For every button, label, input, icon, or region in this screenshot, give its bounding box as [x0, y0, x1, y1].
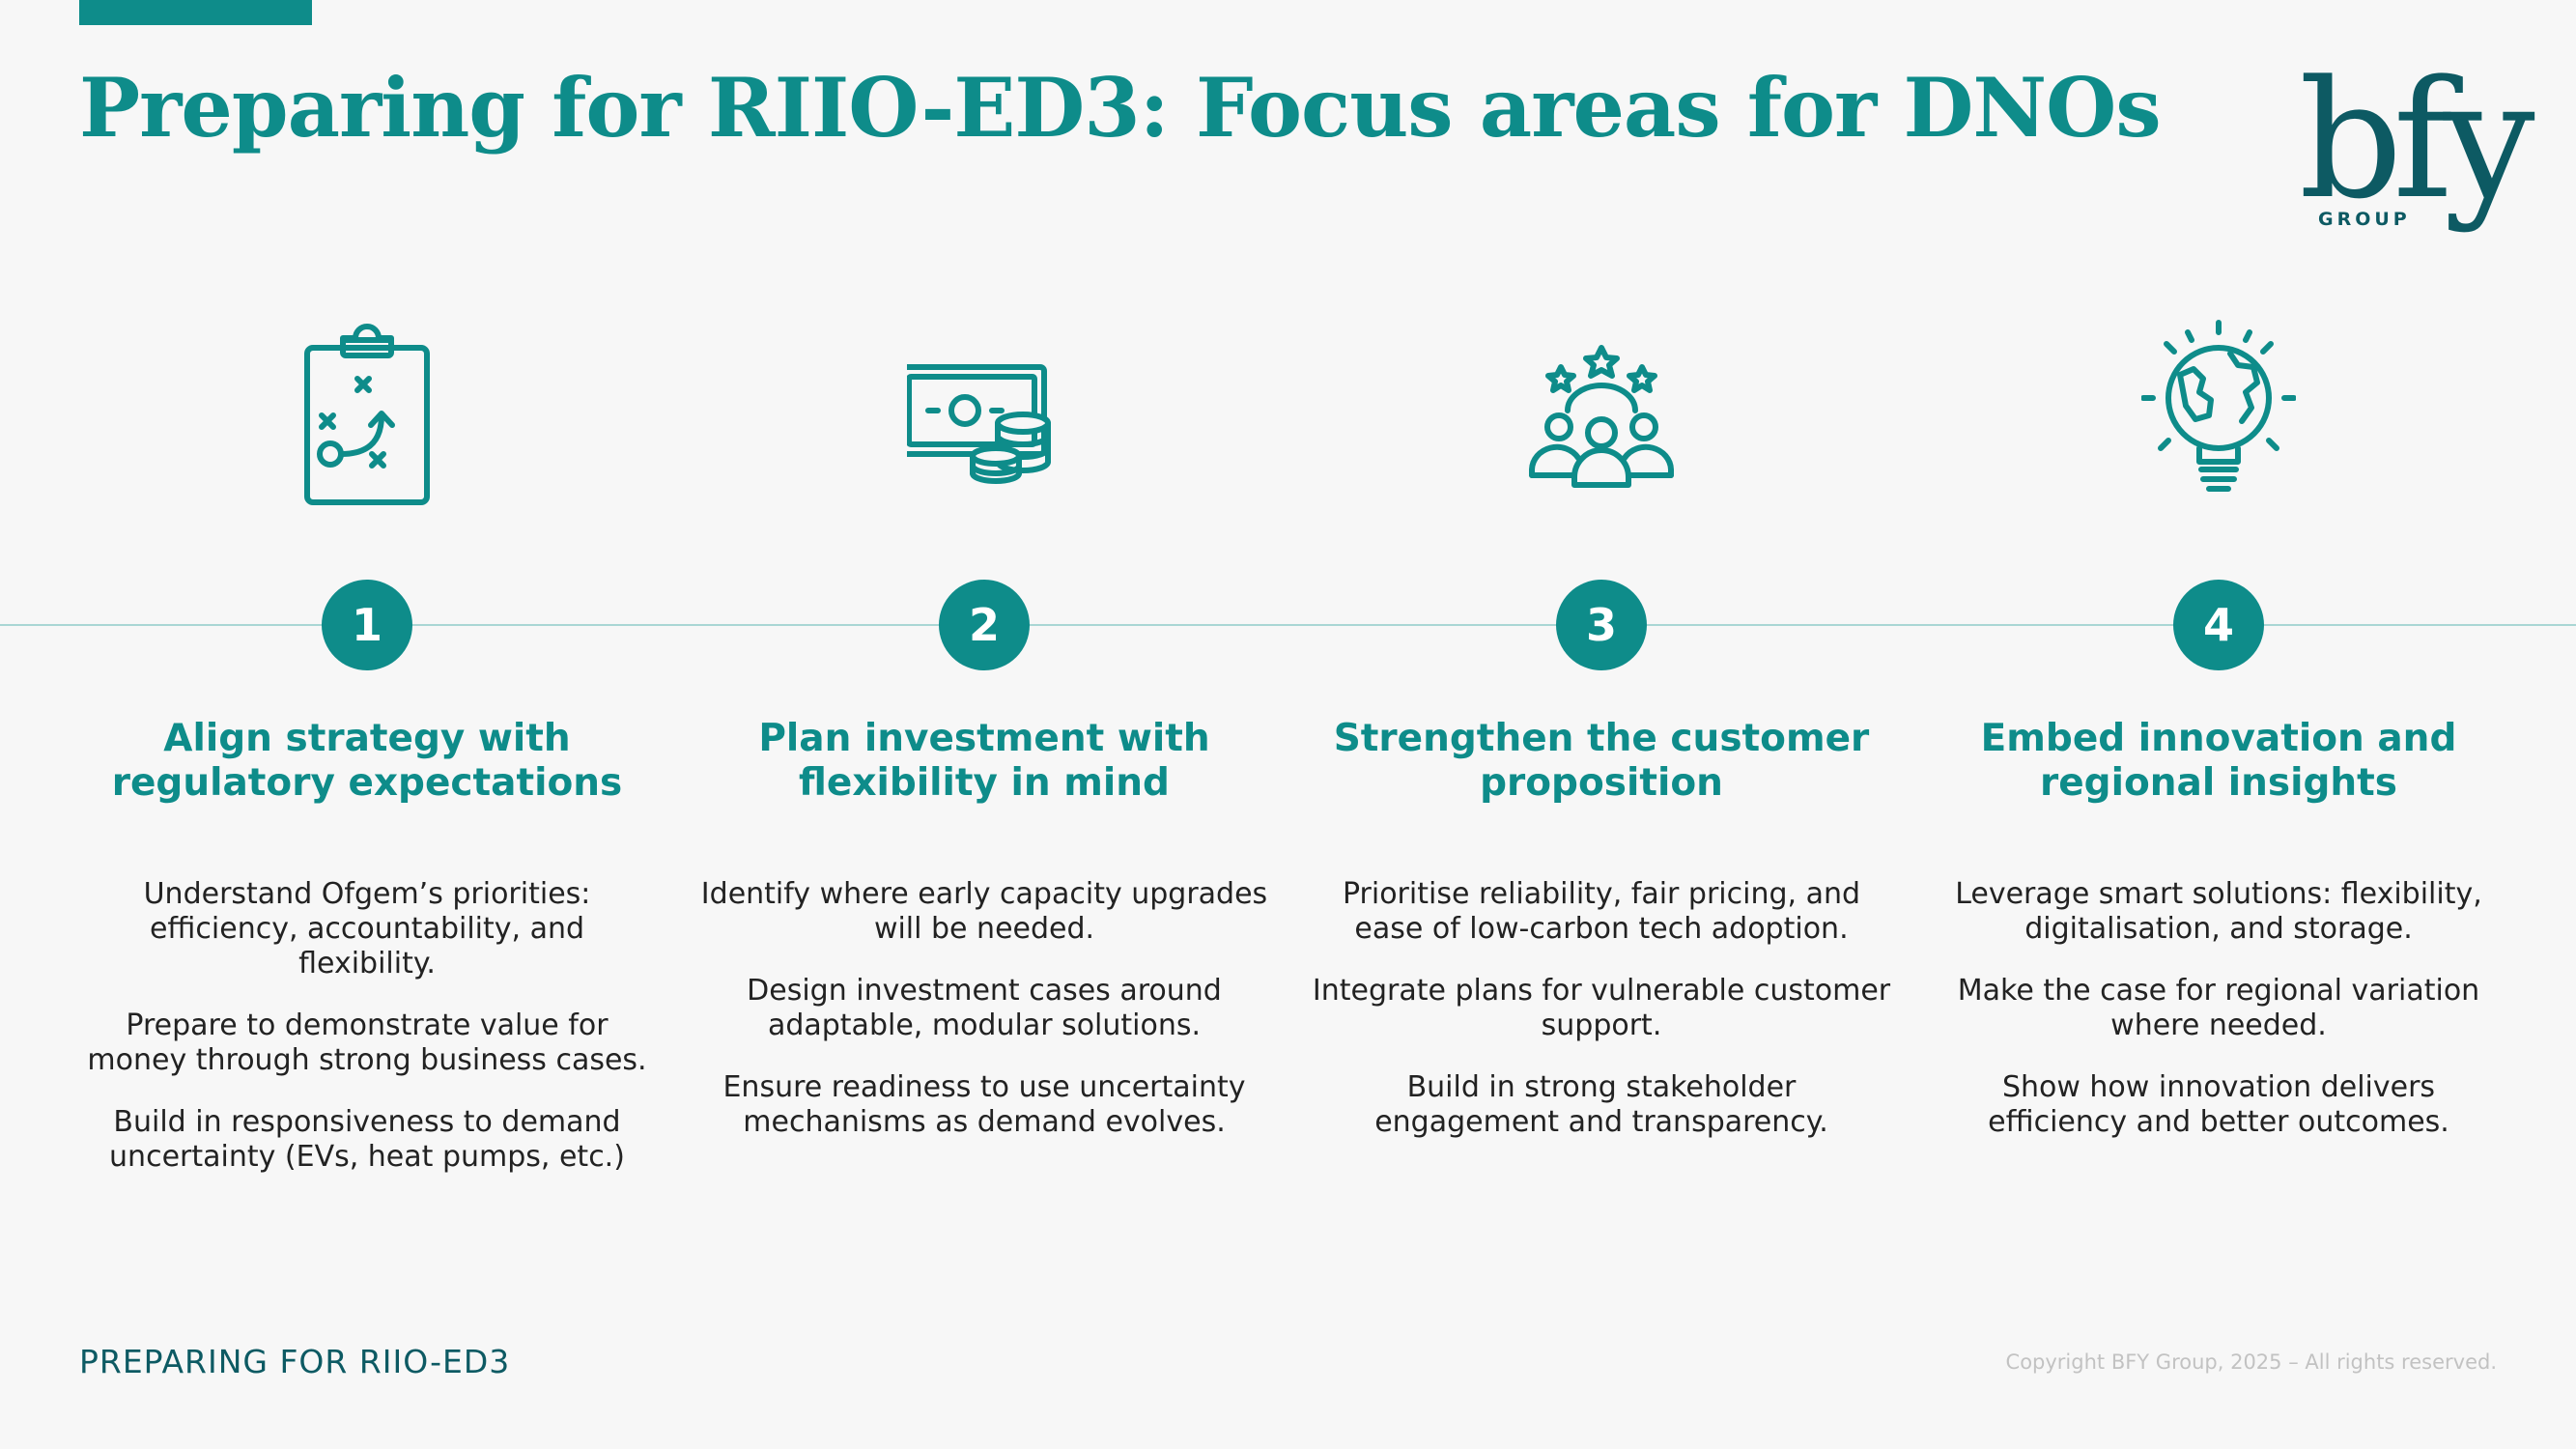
- money-coins-icon: [896, 319, 1062, 512]
- focus-area-item: Build in responsiveness to demand uncert…: [109, 1105, 625, 1174]
- focus-area-item: Understand Ofgem’s priorities: efficienc…: [143, 877, 591, 980]
- focus-area-item: Make the case for regional variation whe…: [1957, 974, 2480, 1042]
- step-number-badge: 4: [2173, 580, 2264, 670]
- globe-lightbulb-icon: [2140, 319, 2297, 512]
- focus-area-items: Prioritise reliability, fair pricing, an…: [1312, 877, 1891, 1167]
- top-accent-bar: [79, 0, 312, 25]
- focus-area-item: Prioritise reliability, fair pricing, an…: [1342, 877, 1861, 946]
- focus-area-item: Integrate plans for vulnerable customer …: [1312, 974, 1891, 1042]
- focus-area-heading: Strengthen the customer proposition: [1333, 717, 1870, 805]
- focus-area-heading: Plan investment with flexibility in mind: [758, 717, 1210, 805]
- bfy-group-logo: bfy GROUP: [2299, 59, 2535, 242]
- step-number-badge: 1: [322, 580, 412, 670]
- logo-mark: bfy: [2299, 45, 2535, 235]
- focus-area-item: Build in strong stakeholder engagement a…: [1374, 1070, 1828, 1139]
- step-number-badge: 2: [939, 580, 1030, 670]
- focus-area-item: Identify where early capacity upgrades w…: [700, 877, 1268, 946]
- timeline-line: [0, 624, 2576, 626]
- focus-area-items: Identify where early capacity upgrades w…: [694, 877, 1274, 1167]
- focus-area-item: Ensure readiness to use uncertainty mech…: [722, 1070, 1246, 1139]
- focus-area-items: Leverage smart solutions: flexibility, d…: [1929, 877, 2508, 1167]
- customers-stars-icon: [1524, 319, 1679, 512]
- footer-section-title: PREPARING FOR RIIO-ED3: [79, 1343, 511, 1380]
- focus-area-item: Prepare to demonstrate value for money t…: [87, 1009, 647, 1077]
- page-title: Preparing for RIIO-ED3: Focus areas for …: [79, 60, 2162, 156]
- focus-area-heading: Embed innovation and regional insights: [1980, 717, 2457, 805]
- logo-subtitle: GROUP: [2318, 209, 2411, 230]
- focus-area-item: Leverage smart solutions: flexibility, d…: [1955, 877, 2482, 946]
- focus-area-item: Show how innovation delivers efficiency …: [1988, 1070, 2449, 1139]
- focus-area-items: Understand Ofgem’s priorities: efficienc…: [77, 877, 657, 1202]
- clipboard-strategy-icon: [290, 319, 444, 512]
- footer-copyright: Copyright BFY Group, 2025 – All rights r…: [2005, 1350, 2497, 1374]
- step-number-badge: 3: [1556, 580, 1647, 670]
- focus-area-heading: Align strategy with regulatory expectati…: [111, 717, 623, 805]
- focus-area-item: Design investment cases around adaptable…: [747, 974, 1222, 1042]
